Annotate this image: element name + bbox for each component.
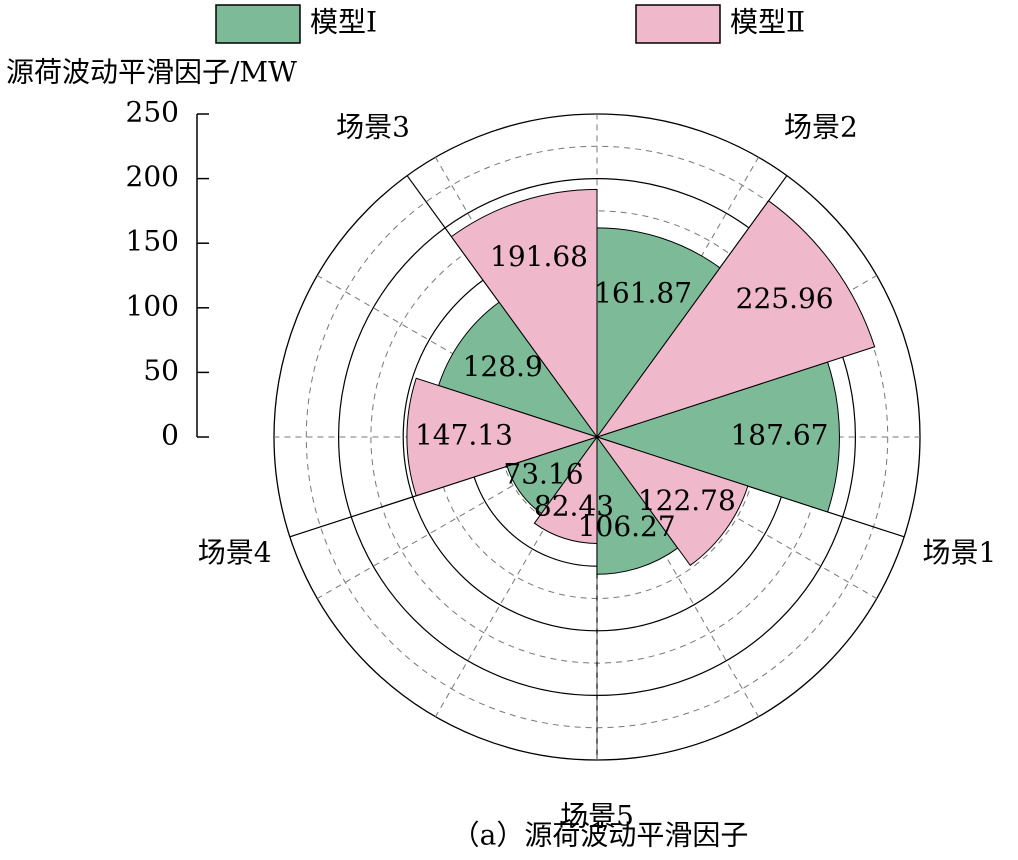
bar-value-label: 187.67 bbox=[730, 419, 828, 452]
legend: 模型Ⅰ 模型Ⅱ bbox=[215, 4, 805, 44]
category-label-5: 场景5 bbox=[560, 800, 634, 833]
bar-value-label: 73.16 bbox=[503, 457, 583, 490]
bar-value-label: 191.68 bbox=[490, 240, 588, 273]
radial-tick-label: 0 bbox=[161, 419, 179, 452]
legend-swatch-model-2 bbox=[635, 4, 721, 44]
bar-value-label: 161.87 bbox=[594, 277, 692, 310]
legend-label-model-2: 模型Ⅱ bbox=[730, 6, 805, 39]
radial-tick-label: 250 bbox=[126, 96, 179, 129]
bar-场景2-模型Ⅰ bbox=[596, 227, 721, 439]
bar-场景2-模型Ⅱ bbox=[450, 188, 598, 439]
category-label-3: 场景3 bbox=[336, 110, 410, 143]
radial-axis: 0 50 100 150 200 250 bbox=[126, 96, 209, 452]
bar-value-label: 128.9 bbox=[463, 350, 543, 383]
bar-value-label: 147.13 bbox=[415, 419, 513, 452]
radial-tick-label: 100 bbox=[126, 289, 179, 322]
radial-tick-label: 150 bbox=[126, 225, 179, 258]
legend-swatch-model-1 bbox=[215, 4, 301, 44]
category-labels-layer: 场景1 场景2 场景3 场景4 场景5 bbox=[198, 110, 997, 832]
bar-场景1-模型Ⅱ bbox=[595, 200, 876, 438]
bar-value-label: 225.96 bbox=[736, 282, 834, 315]
bars-layer bbox=[406, 188, 876, 575]
bar-场景5-模型Ⅰ bbox=[596, 435, 679, 575]
category-label-2: 场景2 bbox=[784, 110, 858, 143]
figure-caption: （a）源荷波动平滑因子 bbox=[452, 819, 749, 852]
bar-value-label: 82.43 bbox=[534, 489, 614, 522]
category-label-1: 场景1 bbox=[922, 536, 996, 569]
category-label-4: 场景4 bbox=[198, 536, 272, 569]
bar-场景5-模型Ⅱ bbox=[595, 436, 749, 567]
bar-value-label: 122.78 bbox=[638, 484, 736, 517]
y-axis-title: 源荷波动平滑因子/MW bbox=[6, 56, 297, 89]
bar-场景1-模型Ⅰ bbox=[595, 361, 840, 513]
radial-tick-label: 50 bbox=[143, 354, 179, 387]
bar-场景3-模型Ⅱ bbox=[406, 377, 599, 497]
bar-场景3-模型Ⅰ bbox=[437, 301, 599, 438]
legend-label-model-1: 模型Ⅰ bbox=[310, 6, 377, 39]
radial-tick-label: 200 bbox=[126, 160, 179, 193]
bar-value-label: 106.27 bbox=[578, 510, 676, 543]
